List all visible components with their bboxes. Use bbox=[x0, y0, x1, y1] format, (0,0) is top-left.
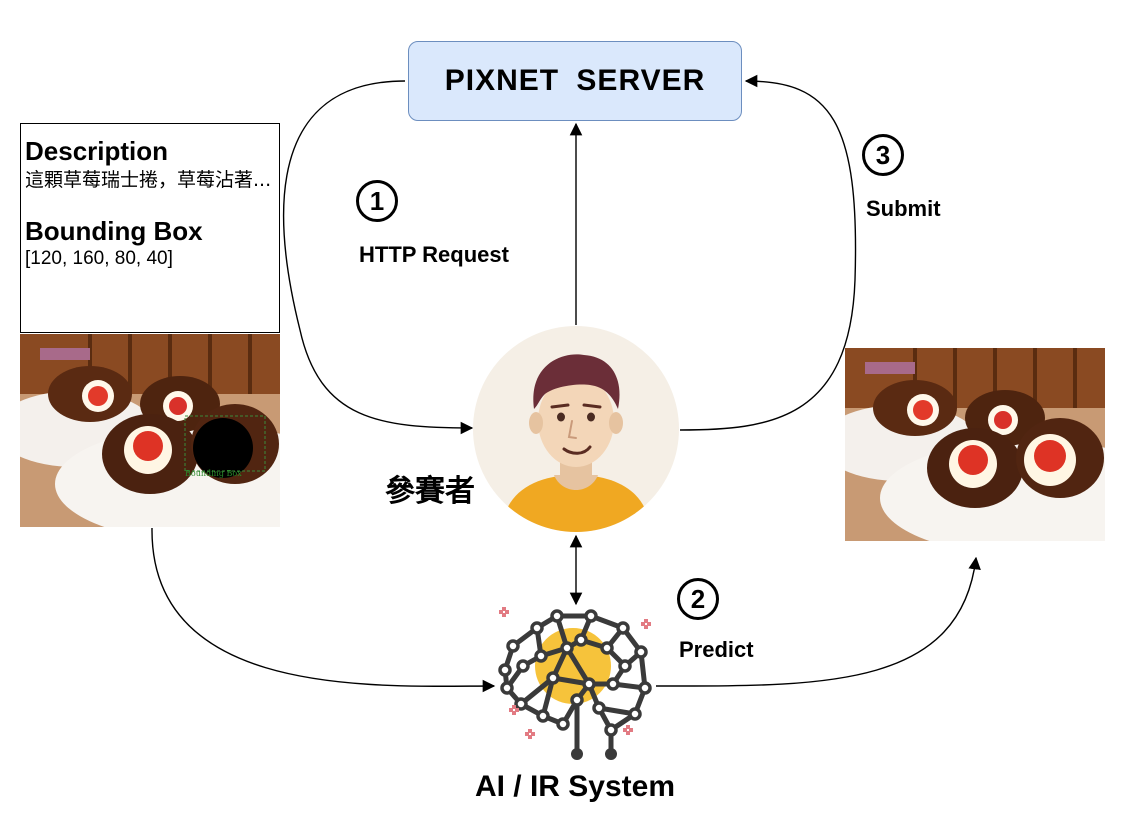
ai-system-label-text: AI / IR System bbox=[474, 770, 676, 803]
pixnet-server-node: PIXNET SERVER bbox=[408, 41, 742, 121]
description-title: Description bbox=[25, 136, 169, 166]
arrow-ai-to-output bbox=[655, 556, 981, 687]
step-3-label: Submit bbox=[866, 196, 941, 221]
step-2-badge: 2 bbox=[677, 578, 719, 620]
description-box: Description 這顆草莓瑞士捲，草莓沾著... Bounding Box… bbox=[20, 123, 280, 333]
participant-label: 參賽者 bbox=[385, 474, 475, 509]
arrow-input-to-ai bbox=[151, 527, 496, 693]
ai-system-label: AI / IR System bbox=[0, 770, 1140, 804]
step-1-badge: 1 bbox=[356, 180, 398, 222]
server-label: PIXNET SERVER bbox=[444, 64, 706, 97]
participant-avatar bbox=[473, 326, 679, 532]
description-text: 這顆草莓瑞士捲，草莓沾著... bbox=[25, 169, 272, 191]
bounding-box-title: Bounding Box bbox=[25, 216, 203, 246]
bbox-caption: Bounding Box bbox=[185, 469, 242, 478]
arrow-submit bbox=[679, 74, 857, 431]
input-photo-masked: Bounding Box bbox=[20, 334, 280, 527]
ai-brain-icon bbox=[498, 607, 652, 760]
step-3-badge: 3 bbox=[862, 134, 904, 176]
output-photo-restored bbox=[845, 348, 1105, 541]
bounding-box-value: [120, 160, 80, 40] bbox=[25, 248, 173, 269]
step-2-label: Predict bbox=[679, 637, 754, 662]
arrow-http-request bbox=[282, 80, 474, 435]
step-1-label: HTTP Request bbox=[359, 242, 509, 267]
